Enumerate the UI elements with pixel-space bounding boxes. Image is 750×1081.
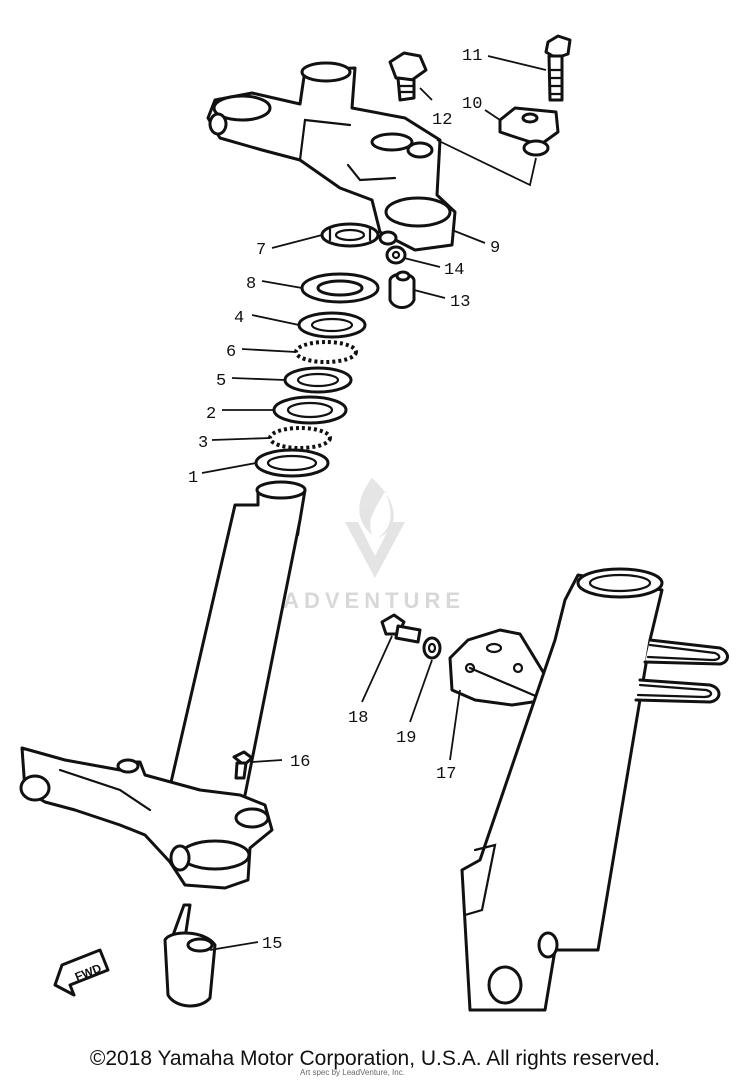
copyright-subtext: Art spec by LeadVenture, Inc. — [300, 1068, 405, 1077]
fwd-arrow: FWD — [53, 948, 110, 997]
upper-bracket — [206, 61, 457, 252]
cover-15 — [163, 903, 217, 1008]
screw-16 — [232, 750, 254, 780]
callout-5: 5 — [216, 372, 226, 391]
race-4 — [297, 311, 367, 339]
callout-18: 18 — [348, 709, 368, 728]
callout-7: 7 — [256, 241, 266, 260]
race-2 — [272, 395, 348, 425]
callout-1: 1 — [188, 469, 198, 488]
handlebar-holder-10 — [498, 106, 560, 157]
fork-outer-tube — [460, 567, 729, 1012]
callout-4: 4 — [234, 309, 244, 328]
callout-12: 12 — [432, 111, 452, 130]
balls-6 — [294, 340, 358, 364]
leader-lines — [201, 55, 547, 951]
callout-15: 15 — [262, 935, 282, 954]
under-bracket — [19, 746, 274, 890]
callout-6: 6 — [226, 343, 236, 362]
bolt-12 — [388, 51, 428, 102]
callout-16: 16 — [290, 753, 310, 772]
washer-14 — [385, 245, 407, 265]
callout-19: 19 — [396, 729, 416, 748]
callout-3: 3 — [198, 434, 208, 453]
cover-8 — [300, 272, 380, 304]
callout-17: 17 — [436, 765, 456, 784]
callouts: 11 12 10 9 14 13 7 8 4 6 5 2 3 1 16 15 1… — [188, 47, 500, 954]
callout-2: 2 — [206, 405, 216, 424]
ring-nut-7 — [320, 222, 380, 248]
callout-9: 9 — [490, 239, 500, 258]
balls-3 — [268, 426, 332, 450]
callout-14: 14 — [444, 261, 464, 280]
seal-1 — [254, 448, 330, 478]
bracket-17 — [448, 628, 550, 707]
steering-stem — [158, 480, 307, 832]
race-5 — [283, 366, 353, 394]
cap-13 — [388, 270, 416, 309]
callout-13: 13 — [450, 293, 470, 312]
copyright-notice: ©2018 Yamaha Motor Corporation, U.S.A. A… — [89, 1047, 661, 1070]
callout-8: 8 — [246, 275, 256, 294]
callout-10: 10 — [462, 95, 482, 114]
bolt-18 — [380, 613, 422, 644]
callout-11: 11 — [462, 47, 482, 66]
washer-19 — [422, 636, 442, 660]
bolt-11 — [544, 34, 572, 102]
